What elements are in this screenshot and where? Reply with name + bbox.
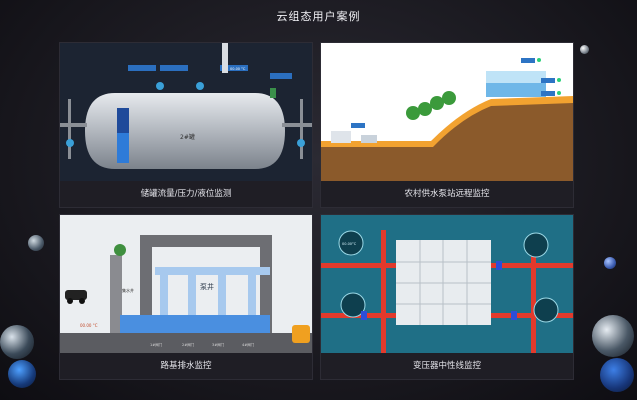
valve-label: 1#阀门	[150, 342, 163, 347]
case-card-tank-monitoring[interactable]: 2#罐 00.00 °C 储罐流量/压力/液位监测	[60, 43, 312, 207]
case-caption: 路基排水监控	[60, 353, 312, 379]
tank-label: 2#罐	[180, 133, 195, 141]
decorative-bubble	[604, 257, 616, 269]
drainage-temp: 00.00 °C	[80, 323, 98, 328]
case-caption: 变压器中性线监控	[321, 353, 573, 379]
valve-label: 3#阀门	[212, 342, 225, 347]
case-thumbnail: 00.00°C	[321, 215, 573, 353]
valve-label: 4#阀门	[242, 342, 255, 347]
page-title: 云组态用户案例	[276, 10, 361, 23]
decorative-bubble	[580, 45, 589, 54]
case-caption: 农村供水泵站远程监控	[321, 181, 573, 207]
case-thumbnail: 2#罐 00.00 °C	[60, 43, 312, 181]
tank-readout: 00.00 °C	[230, 67, 246, 71]
valve-label: 2#阀门	[182, 342, 195, 347]
case-caption: 储罐流量/压力/液位监测	[60, 181, 312, 207]
case-thumbnail	[321, 43, 573, 181]
case-thumbnail: 泵井 00.00 °C 集水井 1#阀门 2#阀门 3#阀门 4#阀门	[60, 215, 312, 353]
decorative-bubble	[28, 235, 44, 251]
case-card-rural-water[interactable]: 农村供水泵站远程监控	[321, 43, 573, 207]
case-card-transformer[interactable]: 00.00°C 变压器中性线监控	[321, 215, 573, 379]
well-label: 集水井	[122, 287, 134, 293]
decorative-bubble	[8, 360, 36, 388]
decorative-bubble	[0, 325, 34, 359]
decorative-bubble	[600, 358, 634, 392]
decorative-bubble	[592, 315, 634, 357]
gauge-value: 00.00°C	[342, 242, 357, 246]
case-card-drainage[interactable]: 泵井 00.00 °C 集水井 1#阀门 2#阀门 3#阀门 4#阀门 路基排水…	[60, 215, 312, 379]
pump-well-label: 泵井	[200, 282, 214, 291]
